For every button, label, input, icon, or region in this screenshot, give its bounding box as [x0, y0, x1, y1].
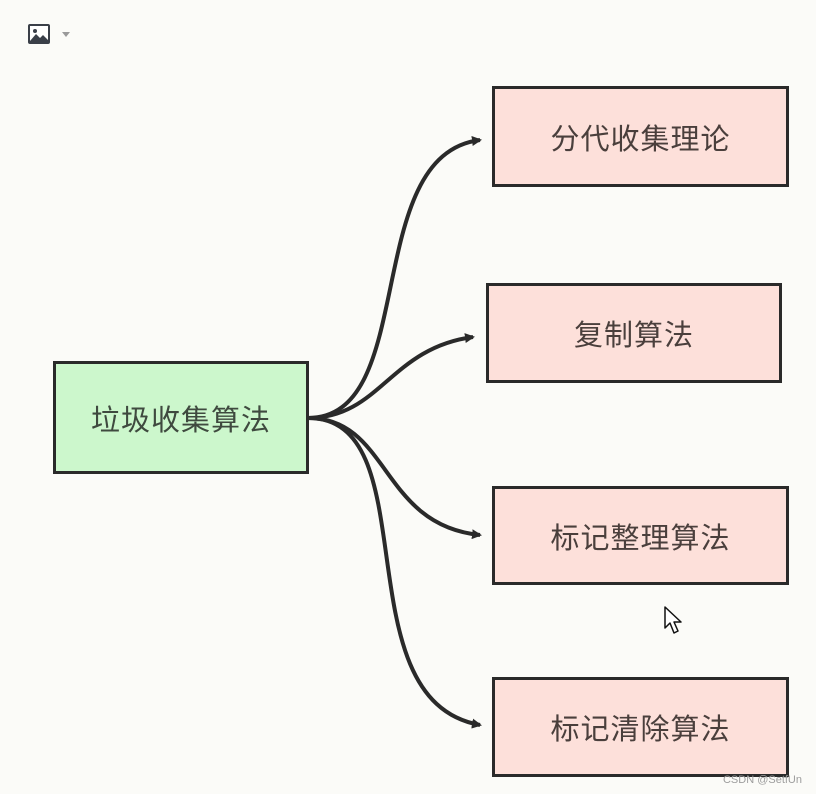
mouse-pointer-icon	[664, 606, 684, 640]
image-icon[interactable]	[28, 24, 50, 44]
root-node[interactable]: 垃圾收集算法	[53, 361, 309, 474]
edge-root-to-child-1	[307, 136, 482, 420]
child-node-3[interactable]: 标记整理算法	[492, 486, 789, 585]
child-node-1[interactable]: 分代收集理论	[492, 86, 789, 187]
edge-root-to-child-3	[307, 416, 482, 540]
chevron-down-icon[interactable]	[62, 31, 70, 37]
child-node-4[interactable]: 标记清除算法	[492, 677, 789, 777]
edge-root-to-child-4	[307, 416, 482, 729]
watermark: CSDN @SetfUn	[722, 774, 802, 786]
toolbar	[28, 24, 70, 44]
child-node-2[interactable]: 复制算法	[486, 283, 782, 383]
edge-root-to-child-2	[307, 333, 475, 420]
